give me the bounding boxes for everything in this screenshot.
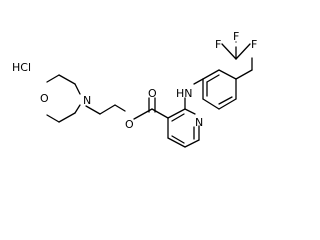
structure-canvas: HCl O N O O HN N F F F (12, 30, 257, 148)
fluorine-right-label: F (251, 38, 257, 51)
ester-oxygen-label: O (125, 118, 134, 131)
fluorine-left-label: F (215, 38, 221, 51)
amine-link (184, 78, 204, 110)
morpholine-ring (46, 74, 81, 123)
amine-label: HN (176, 87, 193, 100)
phenyl-ring (202, 69, 253, 110)
carbonyl-oxygen-label: O (148, 87, 157, 100)
fluorine-top-label: F (233, 30, 239, 43)
trifluoromethyl-group (221, 41, 253, 80)
atom-labels: HCl O N O O HN N F F F (12, 30, 257, 131)
morpholine-oxygen-label: O (40, 92, 49, 105)
pyridine-ring (167, 108, 200, 148)
morpholine-nitrogen-label: N (83, 94, 91, 107)
molecule-drawing: HCl O N O O HN N F F F (12, 30, 257, 148)
salt-label: HCl (12, 61, 31, 74)
pyridine-nitrogen-label: N (195, 116, 203, 129)
ethyl-linker (85, 104, 126, 115)
ester-group (133, 97, 169, 120)
